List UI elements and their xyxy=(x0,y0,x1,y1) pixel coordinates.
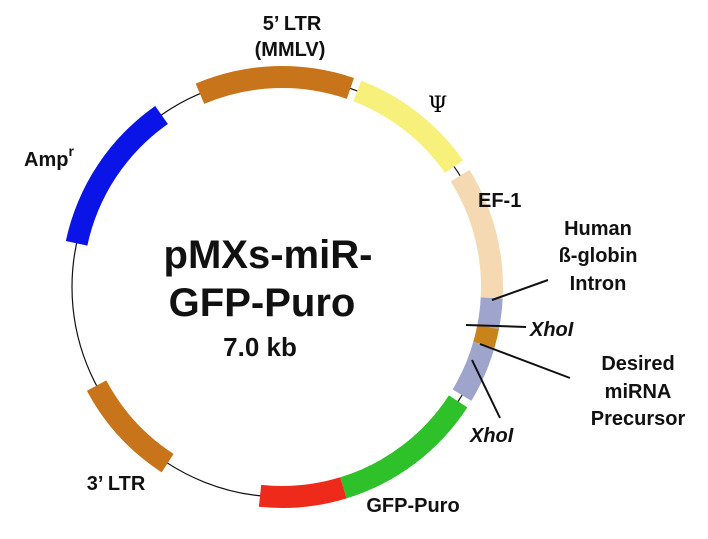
ef1-label: EF-1 xyxy=(478,190,521,212)
segment-red xyxy=(258,477,347,508)
xhoi-bottom-label: XhoI xyxy=(469,425,514,447)
segment-intron-a xyxy=(477,297,503,330)
segment-psi xyxy=(353,80,464,173)
gfp-puro-label: GFP-Puro xyxy=(366,495,459,517)
ltr5-label-line1: 5’ LTR xyxy=(263,13,322,35)
segment-intron-b xyxy=(452,341,495,401)
xhoi-top-label: XhoI xyxy=(529,319,574,341)
segment-ltr3 xyxy=(86,380,174,473)
segment-ltr5 xyxy=(195,66,354,104)
psi-label: Ψ xyxy=(428,93,447,118)
mirna-label-line1: Desired xyxy=(601,353,674,375)
ltr3-label: 3’ LTR xyxy=(87,473,146,495)
ltr5-label-line2: (MMLV) xyxy=(255,39,326,61)
plasmid-name-line2: GFP-Puro xyxy=(169,281,356,325)
intron-label-line1: Human xyxy=(564,218,632,240)
segment-mirna xyxy=(473,324,499,348)
plasmid-name-line1: pMXs-miR- xyxy=(164,233,373,277)
segment-gfp-puro xyxy=(340,395,468,499)
plasmid-size: 7.0 kb xyxy=(223,332,297,362)
mirna-label-line3: Precursor xyxy=(591,408,686,430)
amp-label-superscript: r xyxy=(68,143,74,159)
intron-leader-line xyxy=(491,279,549,301)
segment-ef1 xyxy=(450,169,504,299)
xhoi-top-leader-line xyxy=(465,324,527,328)
segments-group xyxy=(65,66,504,508)
mirna-leader-line xyxy=(479,343,571,379)
xhoi-bottom-leader-line xyxy=(471,359,501,419)
intron-label-line2: ß-globin xyxy=(559,245,638,267)
segment-ampr xyxy=(65,105,168,246)
mirna-label-line2: miRNA xyxy=(605,381,672,403)
amp-label: Ampr xyxy=(24,143,74,171)
amp-label-text: Amp xyxy=(24,149,68,171)
intron-label-line3: Intron xyxy=(570,273,627,295)
